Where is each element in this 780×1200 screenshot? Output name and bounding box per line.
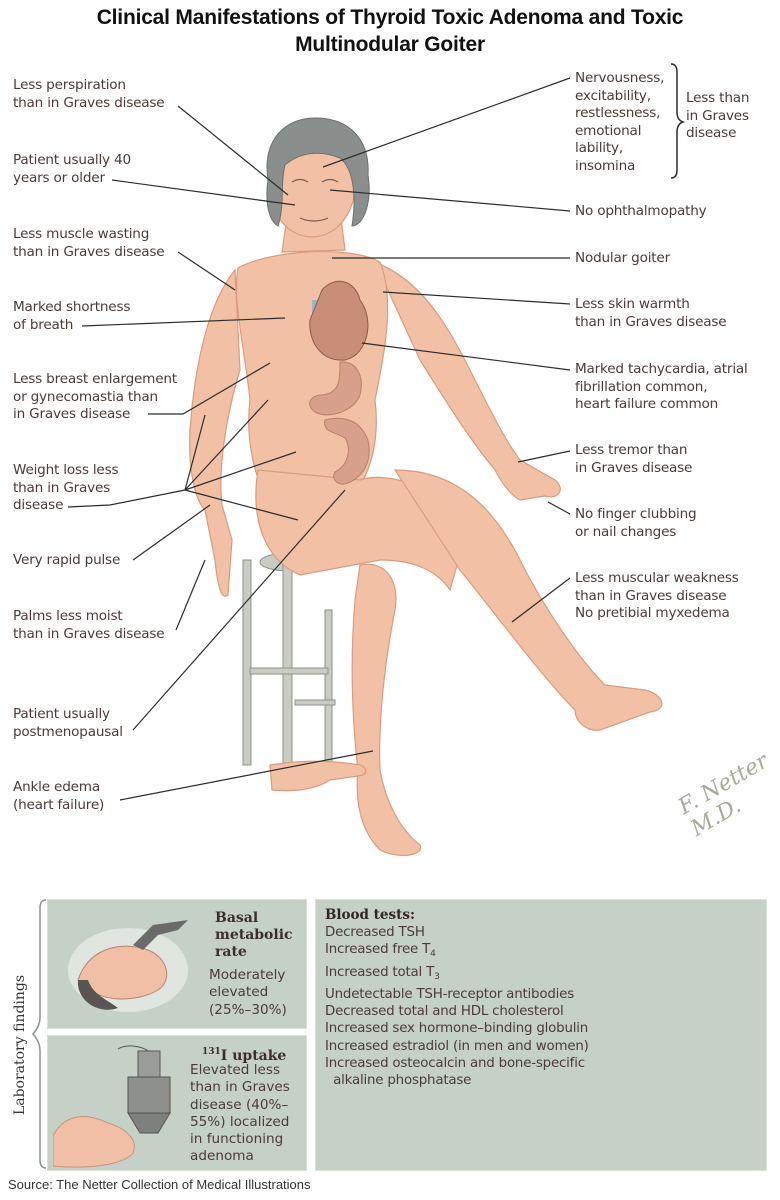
- brace-icon: [670, 63, 686, 179]
- bmr-panel: Basal metabolic rate Moderately elevated…: [47, 899, 307, 1029]
- blood-test-item: Increased sex hormone–binding globulin: [325, 1021, 589, 1037]
- label-palms-less-moist: Palms less moist than in Graves disease: [13, 608, 165, 642]
- label-less-tremor: Less tremor than in Graves disease: [575, 442, 693, 476]
- iodine-uptake-title: 131I uptake: [202, 1044, 286, 1065]
- label-nervousness: Nervousness, excitability, restlessness,…: [575, 70, 665, 174]
- bmr-value: Moderately elevated (25%–30%): [209, 967, 287, 1018]
- label-skin-warmth: Less skin warmth than in Graves disease: [575, 296, 727, 330]
- internal-organs: [309, 280, 370, 485]
- label-shortness-of-breath: Marked shortness of breath: [13, 299, 131, 333]
- iodine-uptake-value: Elevated less than in Graves disease (40…: [190, 1062, 290, 1165]
- source-caption: Source: The Netter Collection of Medical…: [8, 1177, 311, 1192]
- iodine-title-text: I uptake: [220, 1048, 287, 1064]
- isotope-number: 131: [202, 1047, 221, 1057]
- bmr-title: Basal metabolic rate: [215, 910, 293, 960]
- blood-tests-list: Decreased TSH Increased free T4 Increase…: [325, 924, 589, 1090]
- label-ankle-edema: Ankle edema (heart failure): [13, 779, 105, 813]
- blood-test-item: Increased estradiol (in men and women): [325, 1038, 589, 1054]
- blood-test-item: Decreased TSH: [325, 925, 425, 940]
- label-less-perspiration: Less perspiration than in Graves disease: [13, 77, 165, 111]
- blood-test-item: Increased free T4: [325, 942, 436, 960]
- laboratory-findings-label: Laboratory findings: [8, 940, 32, 1150]
- label-less-muscle-wasting: Less muscle wasting than in Graves disea…: [13, 226, 165, 260]
- label-tachycardia: Marked tachycardia, atrial fibrillation …: [575, 361, 748, 412]
- title-line-2: Multinodular Goiter: [295, 33, 485, 56]
- label-no-finger-clubbing: No finger clubbing or nail changes: [575, 506, 697, 540]
- hair: [266, 117, 370, 227]
- label-muscular-weakness: Less muscular weakness than in Graves di…: [575, 570, 739, 621]
- blood-test-item: Increased total T3: [325, 964, 440, 982]
- label-rapid-pulse: Very rapid pulse: [13, 552, 121, 568]
- label-breast-enlargement: Less breast enlargement or gynecomastia …: [13, 371, 177, 422]
- leader-lines: [67, 77, 571, 801]
- blood-tests-panel: Blood tests: Decreased TSH Increased fre…: [315, 899, 767, 1171]
- patient-bmr-illustration: [68, 920, 188, 1012]
- label-nodular-goiter: Nodular goiter: [575, 250, 670, 266]
- blood-test-item: alkaline phosphatase: [325, 1073, 472, 1089]
- label-patient-age: Patient usually 40 years or older: [13, 152, 131, 186]
- patient-figure: [189, 132, 663, 857]
- label-less-than-graves: Less than in Graves disease: [686, 90, 750, 141]
- label-weight-loss: Weight loss less than in Graves disease: [13, 462, 119, 513]
- laboratory-findings-text: Laboratory findings: [12, 974, 28, 1116]
- title-line-1: Clinical Manifestations of Thyroid Toxic…: [96, 6, 684, 29]
- page-title: Clinical Manifestations of Thyroid Toxic…: [0, 4, 780, 58]
- lab-brace-icon: [32, 899, 47, 1169]
- patient-illustration: [67, 63, 686, 857]
- blood-test-item: Undetectable TSH-receptor antibodies: [325, 986, 574, 1002]
- label-postmenopausal: Patient usually postmenopausal: [13, 706, 123, 740]
- stool-illustration: [242, 552, 336, 781]
- label-no-ophthalmopathy: No ophthalmopathy: [575, 203, 707, 219]
- blood-test-item: Increased osteocalcin and bone-specific: [325, 1056, 585, 1072]
- iodine-uptake-panel: 131I uptake Elevated less than in Graves…: [47, 1035, 307, 1171]
- scanner-illustration: [53, 1045, 171, 1168]
- blood-test-item: Decreased total and HDL cholesterol: [325, 1004, 564, 1020]
- blood-tests-heading: Blood tests:: [325, 907, 415, 923]
- face-details: [291, 178, 339, 222]
